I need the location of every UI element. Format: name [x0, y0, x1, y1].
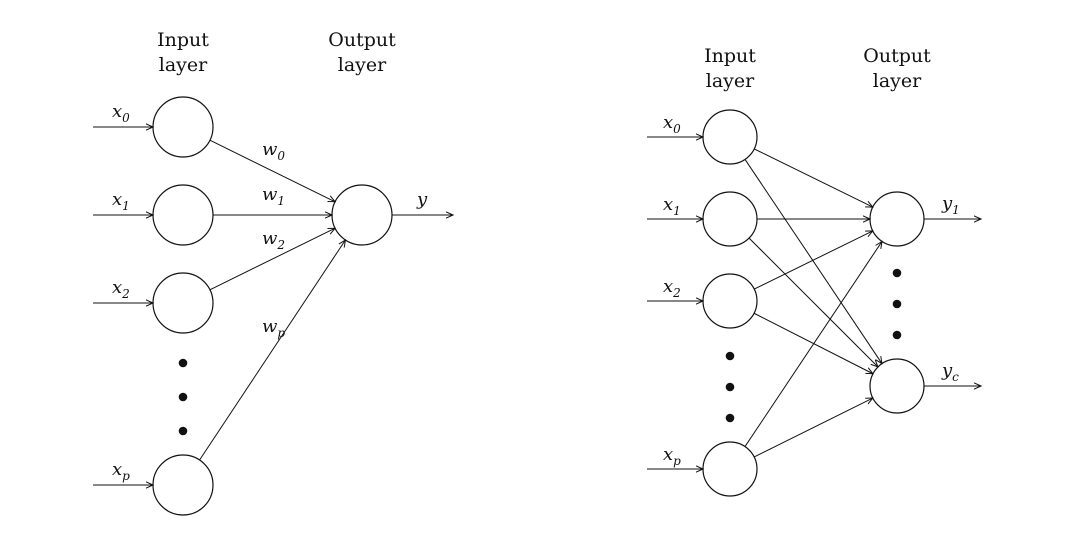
weight-edge: [754, 231, 873, 290]
input-node: [702, 273, 758, 329]
input-label: x2: [112, 277, 130, 301]
input-node: [152, 96, 214, 158]
weight-edge: [744, 241, 882, 447]
input-node: [152, 184, 214, 246]
ellipsis-dot: [892, 268, 902, 278]
weight-label: w1: [262, 184, 285, 208]
input-label: x1: [112, 189, 130, 213]
ellipsis-dot: [725, 351, 735, 361]
weight-edge: [753, 398, 873, 458]
weight-edge: [754, 148, 873, 207]
ellipsis-dot: [178, 392, 188, 402]
weight-edge: [744, 159, 882, 363]
ellipsis-dot: [725, 382, 735, 392]
input-node: [152, 272, 214, 334]
ellipsis-dot: [892, 330, 902, 340]
output-node: [331, 184, 393, 246]
input-label: xp: [663, 444, 681, 468]
output-label: y1: [941, 193, 960, 217]
input-label: x0: [663, 112, 681, 136]
input-node: [702, 441, 758, 497]
output-label: yc: [941, 360, 959, 384]
input-label: x0: [112, 101, 130, 125]
weight-edge: [748, 237, 878, 367]
output-label: y: [416, 189, 428, 210]
weight-label: wp: [262, 316, 285, 340]
input-label: xp: [112, 459, 130, 483]
weight-label: w0: [262, 139, 285, 163]
weight-edge: [199, 240, 346, 461]
output-node: [869, 191, 925, 247]
input-node: [702, 109, 758, 165]
ellipsis-dot: [178, 358, 188, 368]
ellipsis-dot: [892, 299, 902, 309]
ellipsis-dot: [178, 426, 188, 436]
input-node: [152, 454, 214, 516]
output-node: [869, 358, 925, 414]
input-label: x1: [663, 194, 681, 218]
input-node: [702, 191, 758, 247]
weight-label: w2: [262, 228, 285, 252]
ellipsis-dot: [725, 413, 735, 423]
input-label: x2: [663, 276, 681, 300]
weight-edge: [209, 228, 335, 291]
weight-edge: [209, 139, 335, 202]
